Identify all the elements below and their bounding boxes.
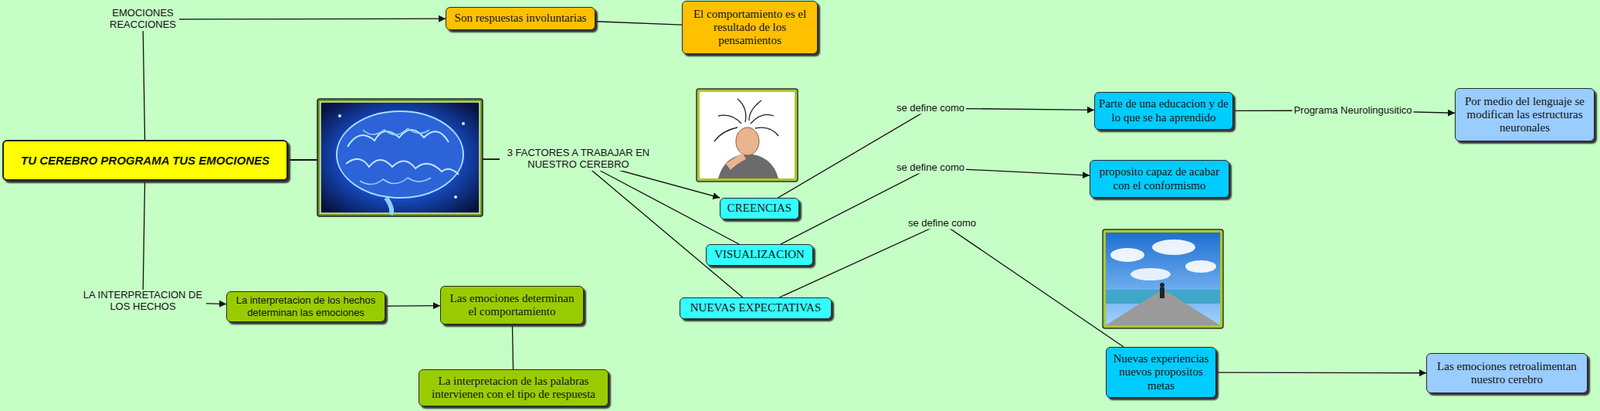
road-picture (1102, 229, 1224, 329)
node-text: CREENCIAS (727, 201, 792, 215)
connector (142, 180, 227, 305)
node-text: proposito capaz de acabar con el conform… (1094, 165, 1225, 193)
connector (777, 108, 1095, 198)
connector (511, 324, 513, 370)
node-text: Las emociones determinan el comportamien… (444, 291, 580, 319)
concept-box: Parte de una educacion y de lo que se ha… (1094, 91, 1234, 130)
thinking-man-picture (696, 88, 798, 182)
concept-box: Por medio del lenguaje se modifican las … (1454, 88, 1595, 142)
node-text: Las emociones retroalimentan nuestro cer… (1430, 359, 1584, 387)
node-text: Por medio del lenguaje se modifican las … (1459, 94, 1590, 136)
factor-box: NUEVAS EXPECTATIVAS (679, 297, 832, 319)
factor-box: VISUALIZACION (705, 244, 814, 266)
concept-box: La interpretacion de las palabras interv… (418, 369, 609, 407)
linking-phrase: se define como (906, 217, 978, 230)
linking-phrase: se define como (894, 162, 967, 174)
linking-phrase: LA INTERPRETACION DE LOS HECHOS (79, 289, 207, 313)
concept-box: La interpretacion de los hechos determin… (226, 291, 386, 323)
linking-phrase: Programa Neurolingusitico (1291, 105, 1414, 117)
brain-picture (317, 98, 483, 217)
concept-box: Las emociones determinan el comportamien… (440, 285, 584, 325)
factor-box: CREENCIAS (719, 197, 800, 220)
node-text: El comportamiento es el resultado de los… (686, 7, 814, 48)
main-concept: TU CEREBRO PROGRAMA TUS EMOCIONES (2, 139, 289, 181)
connector (595, 21, 682, 25)
node-text: Son respuestas involuntarias (454, 11, 587, 25)
concept-box: Las emociones retroalimentan nuestro cer… (1426, 352, 1588, 394)
linking-phrase: se define como (894, 102, 967, 115)
connector (780, 167, 1090, 245)
node-text: TU CEREBRO PROGRAMA TUS EMOCIONES (20, 153, 270, 167)
node-text: La interpretacion de los hechos determin… (230, 294, 381, 319)
concept-box: proposito capaz de acabar con el conform… (1089, 159, 1230, 198)
concept-box: Nuevas experiencias nuevos propositos me… (1105, 346, 1217, 398)
connector (385, 305, 441, 307)
node-text: Parte de una educacion y de lo que se ha… (1098, 97, 1229, 125)
linking-phrase: EMOCIONES REACCIONES (106, 7, 180, 31)
node-text: Nuevas experiencias nuevos propositos me… (1110, 352, 1212, 393)
concept-box: Son respuestas involuntarias (445, 6, 596, 31)
node-text: NUEVAS EXPECTATIVAS (690, 301, 822, 315)
connector (779, 223, 1124, 347)
linking-phrase: 3 FACTORES A TRABAJAR EN NUESTRO CEREBRO (499, 147, 658, 171)
connector (1216, 372, 1427, 374)
node-text: La interpretacion de las palabras interv… (423, 374, 604, 402)
concept-box: El comportamiento es el resultado de los… (681, 0, 818, 55)
node-text: VISUALIZACION (714, 247, 805, 262)
